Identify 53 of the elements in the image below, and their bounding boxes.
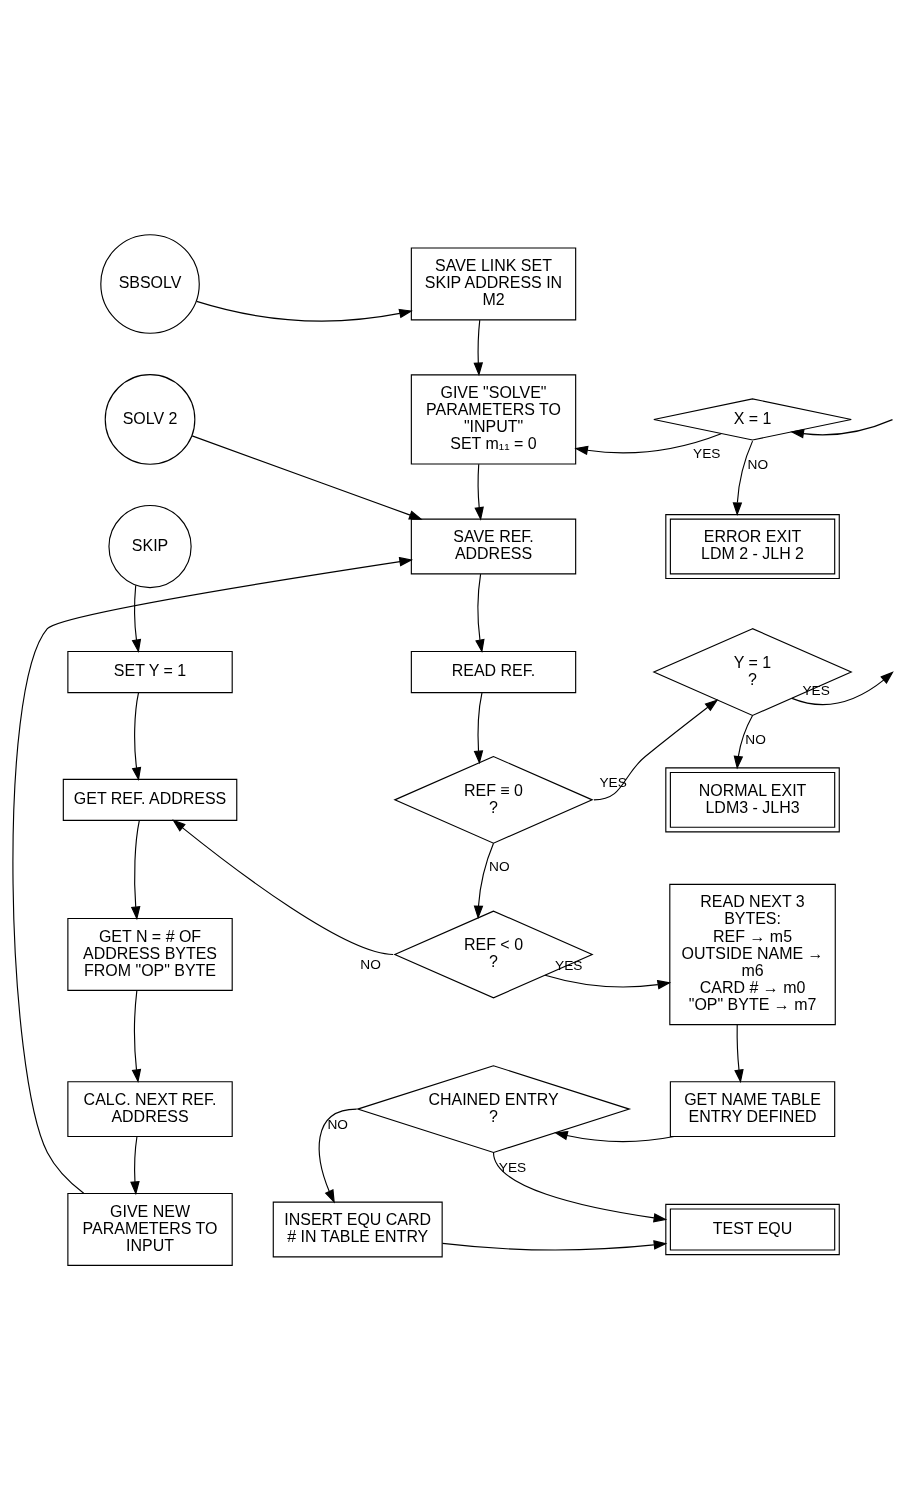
edge-label: NO [489,859,510,875]
node-box: READ NEXT 3 BYTES: REF → m5 OUTSIDE NAME → m6 CARD # → m0 "OP" BYTE → m7 [669,883,836,1026]
arrow [130,820,141,921]
node-diamond: REF ≡ 0 ? [393,755,594,844]
arrow [475,573,485,654]
arrow [790,419,894,439]
arrow [733,714,754,770]
node-box: NORMAL EXIT LDM3 - JLH3 [665,767,840,833]
edge-label: NO [747,457,769,473]
arrow [131,584,142,654]
node-box: SET Y = 1 [67,650,233,694]
arrow [732,440,754,517]
arrow [474,463,484,521]
edge-label: NO [327,1117,348,1133]
arrow [791,671,894,706]
node-box: GET REF. ADDRESS [62,778,238,821]
node-box: TEST EQU [665,1203,840,1256]
node-circle: SBSOLV [100,234,200,334]
edge-label: NO [360,957,381,973]
edge-label: NO [745,731,766,747]
node-box: READ REF. [410,650,577,694]
arrow [318,1108,358,1204]
node-box: INSERT EQU CARD # IN TABLE ENTRY [272,1201,443,1258]
node-box: GIVE "SOLVE" PARAMETERS TO "INPUT" SET m₁₁ = 0 [410,374,577,465]
arrow [131,990,142,1083]
arrow [544,974,672,990]
arrow [574,433,722,456]
arrow [473,842,495,920]
node-box: GIVE NEW PARAMETERS TO INPUT [67,1193,233,1266]
edge-label: YES [693,445,721,461]
node-box: CALC. NEXT REF. ADDRESS [67,1081,233,1138]
arrow [172,819,394,956]
arrow [473,319,484,377]
arrow [130,1136,140,1196]
node-box: SAVE REF. ADDRESS [410,518,577,575]
arrow [12,556,414,1194]
arrow [593,699,719,801]
arrow [191,435,423,520]
arrow [473,692,484,765]
arrow [734,1024,744,1084]
arrow [196,300,413,322]
edge-label: YES [498,1160,527,1176]
arrow [441,1240,668,1251]
arrow [131,692,142,781]
arrow [492,1151,668,1223]
arrow [554,1130,675,1143]
node-box: GET NAME TABLE ENTRY DEFINED [669,1081,836,1138]
node-box: SAVE LINK SET SKIP ADDRESS IN M2 [410,247,577,321]
node-circle: SOLV 2 [104,374,196,465]
node-diamond: CHAINED ENTRY ? [355,1065,632,1154]
node-circle: SKIP [108,504,192,589]
node-box: GET N = # OF ADDRESS BYTES FROM "OP" BYTE [67,917,233,991]
node-box: ERROR EXIT LDM 2 - JLH 2 [665,514,840,580]
